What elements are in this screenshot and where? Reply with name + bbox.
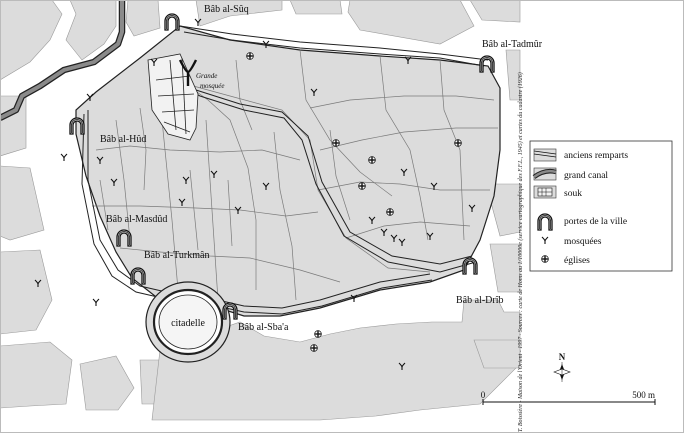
citadel-label: citadelle — [171, 318, 205, 329]
mosque-icon — [60, 153, 68, 162]
legend-eglises: églises — [540, 254, 590, 266]
scale-start: 0 — [481, 390, 486, 400]
scale-end: 500 m — [632, 390, 655, 400]
gate-icon — [462, 257, 478, 275]
church-icon — [540, 254, 550, 264]
compass-icon: N — [553, 352, 571, 382]
grande-mosquee: Grande mosquée — [178, 59, 225, 90]
map-credit: T. Boissière - Maison de l'Orient - 1997… — [517, 72, 524, 432]
gate-labels: Bâb al-Sûq Bâb al-Tadmûr Bâb al-Hûd Bâb … — [100, 4, 543, 333]
legend-eglises-label: églises — [564, 256, 590, 266]
church-icon — [313, 329, 323, 339]
mosque-icon — [92, 298, 100, 307]
church-icon — [331, 138, 341, 148]
legend: anciens remparts grand canal souk portes… — [529, 140, 673, 272]
legend-remparts: anciens remparts — [533, 148, 628, 162]
church-icon — [245, 51, 255, 61]
legend-portes-label: portes de la ville — [564, 217, 627, 227]
church-icon — [309, 343, 319, 353]
scale-bar: 0 500 m — [481, 390, 656, 405]
label-bab-al-suq: Bâb al-Sûq — [204, 4, 249, 15]
church-icon — [357, 181, 367, 191]
legend-canal: grand canal — [532, 167, 608, 181]
grande-mosquee-label-1: Grande — [196, 72, 217, 80]
citadel: citadelle — [145, 281, 231, 363]
grand-canal — [0, 0, 126, 121]
outer-blocks — [0, 0, 521, 421]
church-icon — [367, 155, 377, 165]
legend-canal-label: grand canal — [564, 171, 608, 181]
street-network — [92, 49, 498, 301]
legend-mosquees-label: mosquées — [564, 237, 602, 247]
grande-mosquee-label-2: mosquée — [200, 82, 225, 90]
legend-souk-label: souk — [564, 189, 582, 199]
souk — [147, 53, 199, 141]
church-icon — [453, 138, 463, 148]
label-bab-al-tadmur: Bâb al-Tadmûr — [482, 39, 543, 50]
label-bab-al-turkman: Bâb al-Turkmân — [144, 250, 209, 261]
legend-remparts-label: anciens remparts — [564, 151, 628, 161]
legend-portes: portes de la ville — [537, 213, 627, 231]
walled-city — [75, 25, 501, 317]
north-label: N — [559, 352, 566, 362]
label-bab-al-hud: Bâb al-Hûd — [100, 134, 146, 145]
label-bab-al-drib: Bâb al-Drîb — [456, 295, 504, 306]
legend-mosquees: mosquées — [541, 236, 602, 247]
label-bab-al-sbaa: Bâb al-Sba'a — [238, 322, 289, 333]
gate-icon — [164, 13, 180, 31]
church-icon — [385, 207, 395, 217]
legend-souk: souk — [533, 185, 582, 199]
label-bab-al-masdud: Bâb al-Masdûd — [106, 214, 167, 225]
